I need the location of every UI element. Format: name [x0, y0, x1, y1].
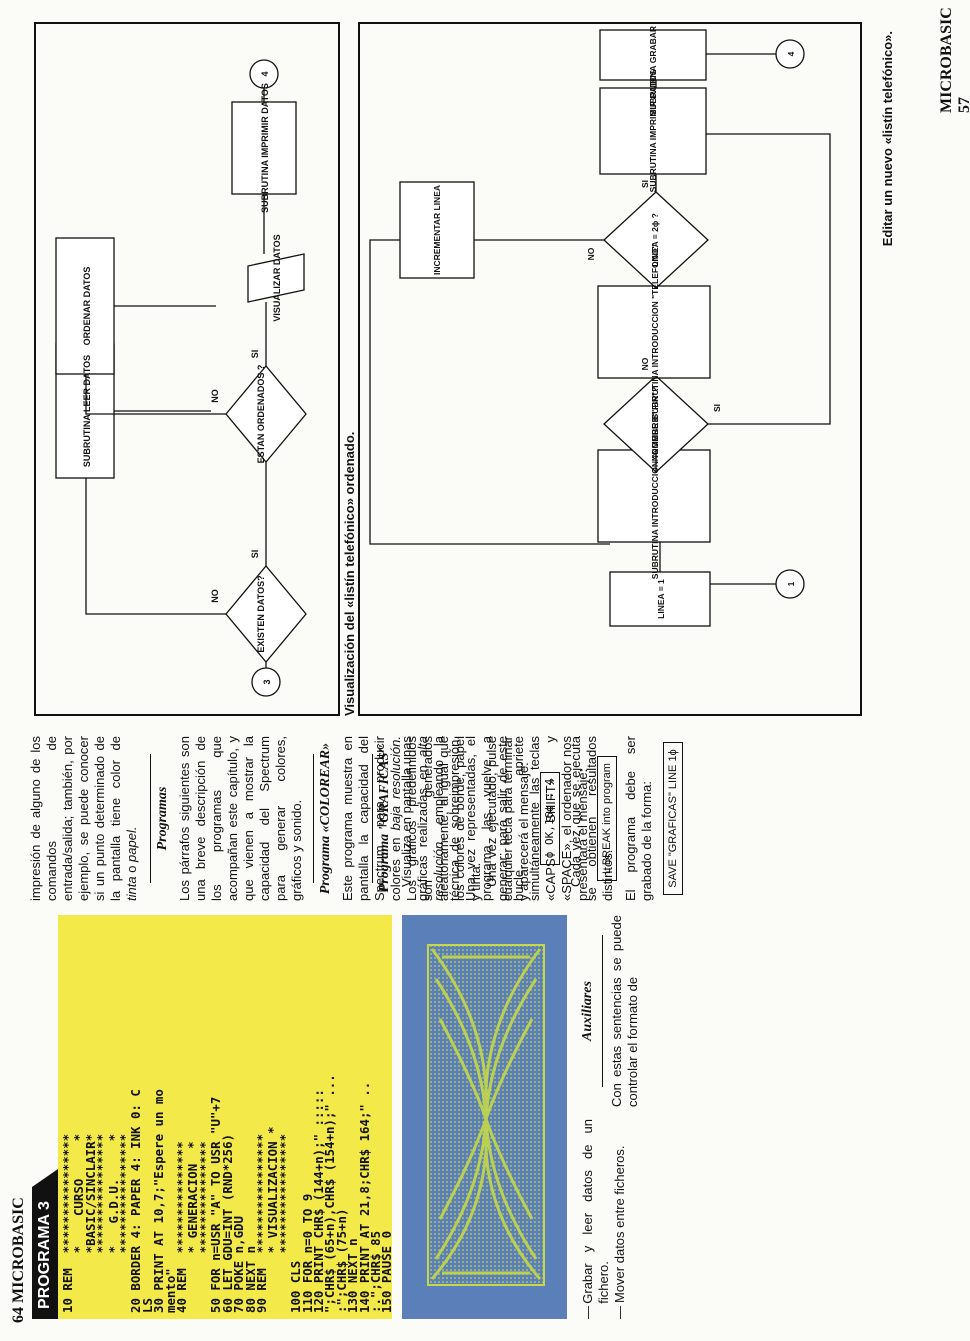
box-incrementar — [399, 181, 475, 279]
label-si-4: SI — [640, 180, 650, 188]
programas-paragraph: Los párrafos siguientes son una breve de… — [177, 736, 304, 901]
folio-left: 64 MICROBASIC — [10, 1197, 27, 1323]
caption-nuevo: Editar un nuevo «listín telefónico». — [880, 31, 895, 247]
box-imprimir-2 — [599, 87, 707, 175]
folio-right: MICROBASIC 57 — [938, 7, 970, 113]
text-column-b: Programa ''GRAFICAS'' Visualiza en panta… — [372, 736, 691, 901]
graphics-photo — [402, 915, 567, 1319]
listing-line: 30 PRINT AT 10,7;"Espere un mo — [151, 1089, 167, 1313]
label-si-3: SI — [712, 404, 722, 412]
program-tab-label: PROGRAMA 3 — [32, 1169, 58, 1319]
start-label-2: 1 — [786, 581, 796, 586]
box-ordenar-label: ORDENAR DATOS — [82, 267, 92, 346]
box-telefono-label: SUBRUTINA INTRODUCCION "TELEFONO" — [650, 245, 660, 420]
box-grabar — [599, 29, 707, 81]
graficas-paragraph: Visualiza en pantalla unas gráficas real… — [399, 736, 590, 901]
program-listing: 10 REM **************** * CURSO * *BASIC… — [58, 915, 392, 1319]
label-no-3: NO — [640, 357, 650, 370]
listing-line: 150 PAUSE 0 — [379, 1231, 392, 1313]
box-linea-label: LINEA = 1 — [656, 579, 666, 619]
label-no-1: NO — [210, 589, 220, 603]
auxiliares-heading: Auxiliares — [580, 981, 595, 1041]
box-imprimir-label: SUBRUTINA IMPRIMIR DATOS — [260, 83, 270, 213]
end-label-2: 4 — [786, 51, 796, 56]
programas-heading: Programas — [155, 786, 170, 851]
caption-ordenado: Visualización del «listín telefónico» or… — [342, 431, 357, 716]
list-item: —Grabar y leer datos de un fichero. — [580, 1119, 611, 1319]
label-no-4: NO — [586, 247, 596, 260]
decision-linea — [603, 191, 709, 289]
flowchart-nuevo-svg: 1 4 LINEA = 1 SUBRUTINA INTRODUCCION "NO… — [369, 0, 831, 627]
auxiliares-text: Con estas sentencias se puede controlar … — [609, 915, 640, 1107]
listing-line: **************** — [276, 1133, 292, 1313]
colorear-heading: Programa «COLOREAR» — [318, 742, 333, 895]
graficas-paragraph-2: El programa debe ser grabado de la forma… — [623, 736, 654, 901]
box-visualizar — [247, 253, 305, 303]
flowchart-ordenado: 3 4 EXISTEN DATOS? ESTAN ORDENADOS ? SUB… — [34, 22, 340, 716]
decision-existen — [225, 564, 307, 664]
box-nombre-label: SUBRUTINA INTRODUCCION "NOMBRE" — [650, 413, 660, 579]
list-item: —Mover datos entre ficheros. — [612, 1145, 627, 1319]
photo-pattern — [427, 944, 545, 1286]
label-no-2: NO — [210, 389, 220, 403]
decision-ordenados — [225, 364, 307, 464]
box-imprimir-label-2: SUBRUTINA IMPRIMIR DATOS — [648, 69, 658, 192]
label-si-1: SI — [250, 550, 260, 559]
bullet-list: —Grabar y leer datos de un fichero. —Mov… — [580, 1119, 628, 1319]
decision-linea-label: LINEA = 2ϕ ? — [650, 213, 660, 267]
flowchart-ordenado-svg: 3 4 EXISTEN DATOS? ESTAN ORDENADOS ? SUB… — [55, 59, 307, 697]
box-incr-label: INCREMENTAR LINEA — [432, 185, 442, 275]
decision-ordenados-label: ESTAN ORDENADOS ? — [256, 365, 266, 464]
graficas-heading: Programa ''GRAFICAS'' — [377, 744, 392, 893]
break-message: L BREAK into program — [597, 756, 617, 881]
box-grabar-label: SUBRUTINA GRABAR DATOS — [648, 24, 658, 115]
start-label: 3 — [262, 679, 272, 684]
decision-fin-label: NOMBRE = "FIN"? — [650, 387, 660, 461]
intro-paragraph: impresión de alguno de los comandos de e… — [28, 736, 139, 901]
auxiliares-section: Auxiliares Con estas sentencias se puede… — [580, 915, 641, 1107]
label-si-2: SI — [250, 350, 260, 359]
flowchart-nuevo: 1 4 LINEA = 1 SUBRUTINA INTRODUCCION "NO… — [358, 0, 862, 716]
box-leer-label: SUBRUTINA LEER DATOS — [82, 355, 92, 467]
end-label: 4 — [260, 71, 270, 76]
listing-line: 20 BORDER 4: PAPER 4: INK 0: C — [128, 1089, 144, 1313]
save-message: SAVE "GRAFICAS" LINE 1ϕ — [663, 742, 683, 895]
box-visualizar-label: VISUALIZAR DATOS — [272, 234, 282, 321]
decision-existen-label: EXISTEN DATOS? — [256, 575, 266, 652]
